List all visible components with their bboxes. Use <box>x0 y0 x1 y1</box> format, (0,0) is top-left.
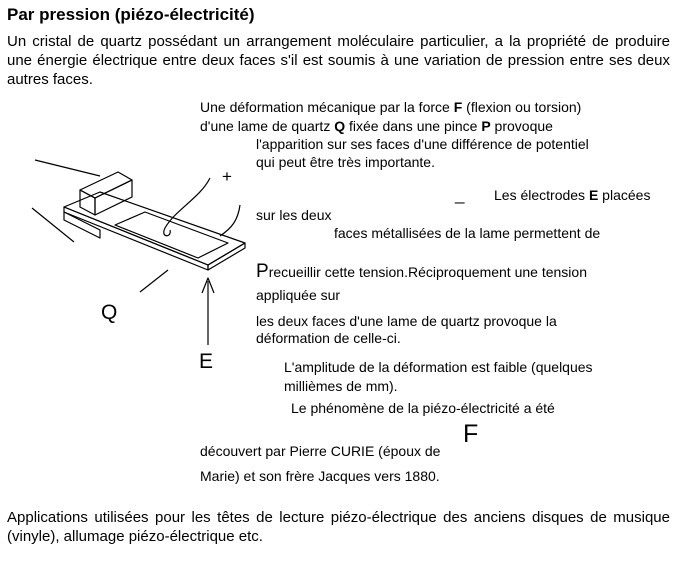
desc-line-10: les deux faces d'une lame de quartz prov… <box>256 313 557 329</box>
desc-line-9: appliquée sur <box>256 287 341 303</box>
electrode-face <box>114 211 229 259</box>
quartz-plate-top <box>63 191 246 266</box>
clamp-line-top <box>34 159 101 177</box>
desc-line-15: découvert par Pierre CURIE (époux de <box>200 443 441 459</box>
clamp-block-side <box>79 189 96 216</box>
minus-sign: _ <box>455 185 465 204</box>
clamp-lower <box>63 211 101 239</box>
desc-line-14: Le phénomène de la piézo-électricité a é… <box>291 400 555 416</box>
desc-line-7: faces métallisées de la lame permettent … <box>334 225 601 241</box>
desc-line-1: Une déformation mécanique par la force F… <box>200 99 582 115</box>
big-f-label: F <box>463 420 479 448</box>
desc-line-11: déformation de celle-ci. <box>256 330 401 346</box>
intro-paragraph: Un cristal de quartz possédant un arrang… <box>7 33 670 88</box>
desc-line-4: qui peut être très importante. <box>256 154 435 170</box>
desc-line-5: Les électrodes E placées <box>494 187 651 203</box>
applications-paragraph: Applications utilisées pour les têtes de… <box>7 509 670 545</box>
piezo-diagram <box>31 159 246 345</box>
wire-minus <box>219 204 241 237</box>
desc-line-12: L'amplitude de la déformation est faible… <box>284 359 593 375</box>
quartz-plate-edge-right <box>207 242 246 271</box>
label-q: Q <box>101 301 118 324</box>
desc-line-13: millièmes de mm). <box>284 378 398 394</box>
force-arrow-head <box>201 277 215 294</box>
desc-line-3: l'apparition sur ses faces d'une différe… <box>256 136 589 152</box>
desc-line-6: sur les deux <box>256 207 332 223</box>
label-e: E <box>199 350 214 373</box>
clamp-block-front <box>94 179 133 216</box>
q-leader-line <box>139 269 169 293</box>
wire-plus <box>163 177 211 237</box>
clamp-line-bottom <box>31 207 75 243</box>
desc-line-8: Precueillir cette tension.Réciproquement… <box>256 261 587 282</box>
plus-sign: + <box>222 167 232 186</box>
desc-line-16: Marie) et son frère Jacques vers 1880. <box>200 468 440 484</box>
desc-line-2: d'une lame de quartz Q fixée dans une pi… <box>200 118 553 134</box>
section-title: Par pression (piézo-électricité) <box>7 5 255 24</box>
